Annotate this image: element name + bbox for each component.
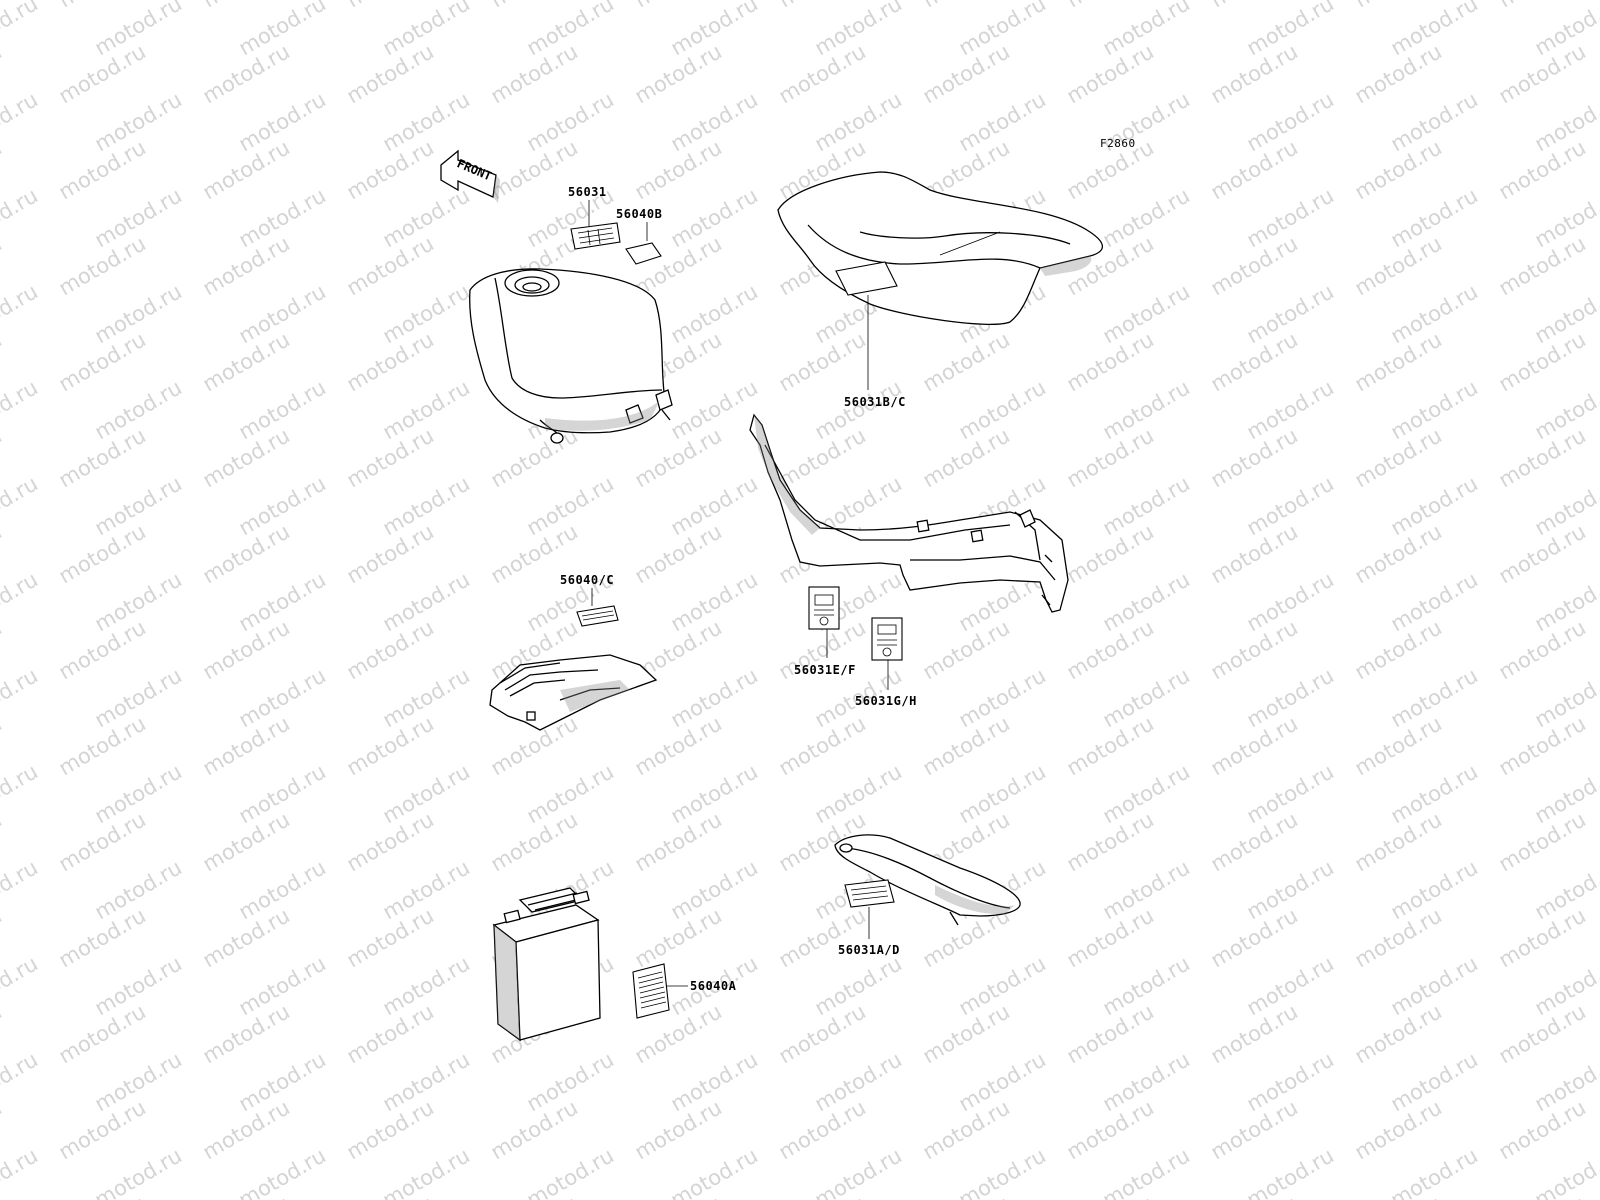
figure-code: F2860 (1100, 137, 1136, 150)
label-56040a: 56040A (690, 979, 737, 993)
label-56031gh: 56031G/H (855, 694, 917, 708)
battery-icon (492, 887, 601, 1042)
front-arrow-icon: FRONT (440, 149, 500, 203)
label-56031ef: 56031E/F (794, 663, 856, 677)
decal-56031ef (808, 586, 840, 630)
seat-icon (777, 171, 1104, 325)
decal-56040c (576, 605, 619, 627)
decal-56031 (570, 222, 621, 250)
label-56031: 56031 (568, 185, 607, 199)
fuel-tank-icon (469, 268, 673, 444)
label-56031ad: 56031A/D (838, 943, 900, 957)
tail-cover-icon (834, 834, 1021, 926)
battery-tray-icon (489, 654, 658, 731)
decal-56040a (632, 963, 670, 1019)
label-56040c: 56040/C (560, 573, 614, 587)
decal-56040b (625, 242, 662, 265)
decal-56031gh (871, 617, 903, 661)
label-56040b: 56040B (616, 207, 662, 221)
decal-56031ad (844, 879, 895, 908)
label-56031bc: 56031B/C (844, 395, 906, 409)
side-cover-icon (749, 413, 1069, 613)
decal-56031bc (835, 261, 898, 296)
